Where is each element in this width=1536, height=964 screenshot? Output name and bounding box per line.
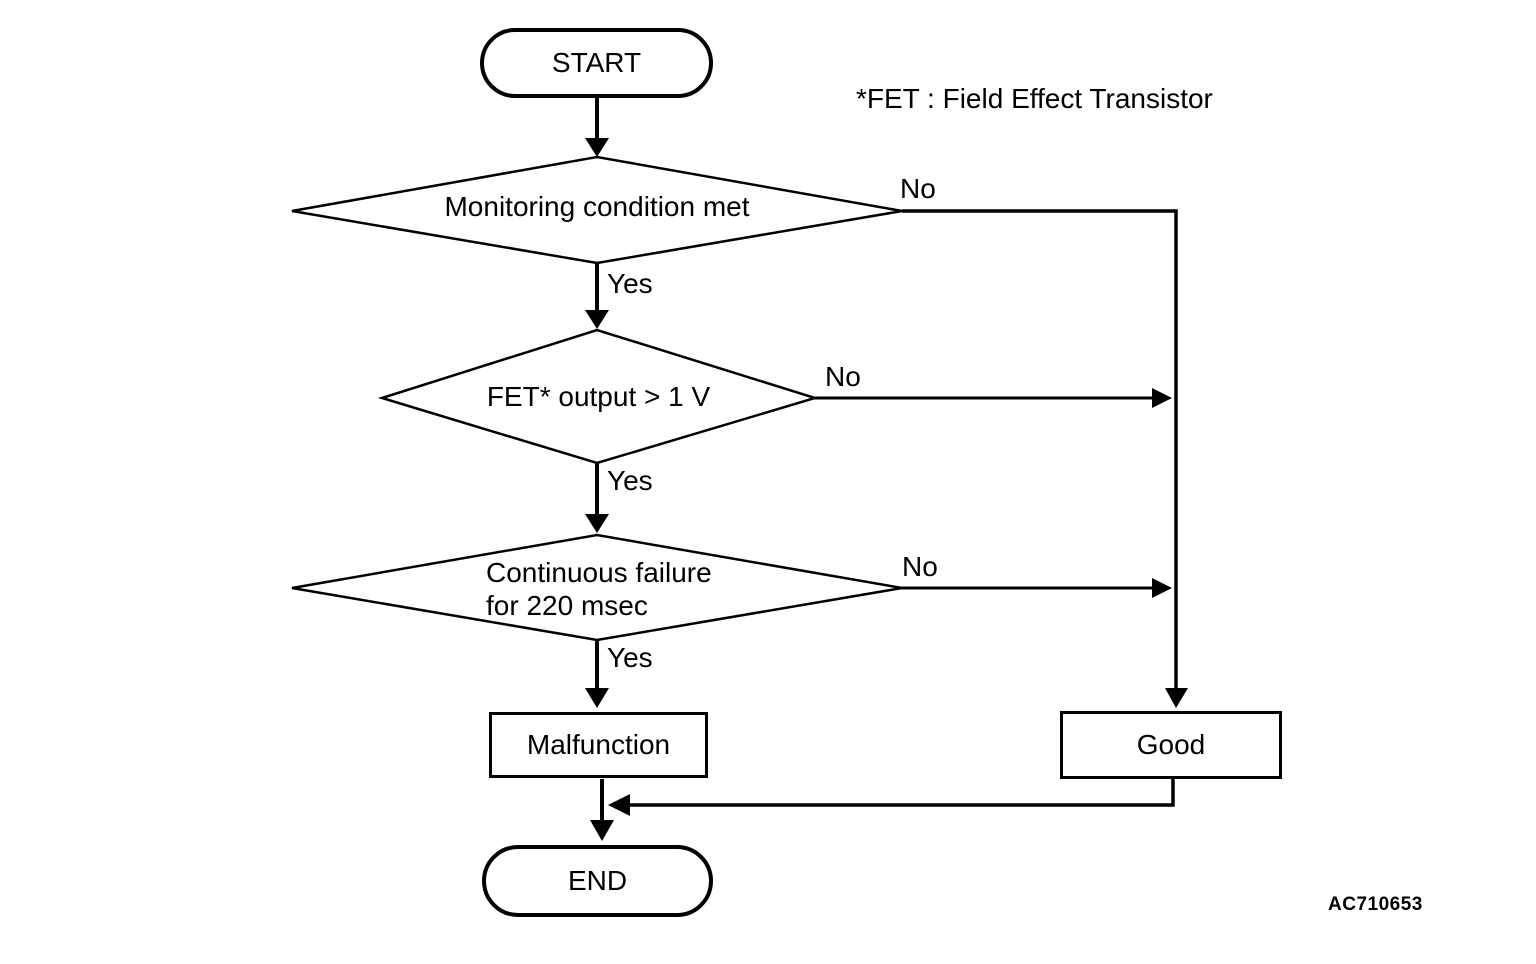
arrowhead-decision1-yes [585,310,609,329]
end-node: END [482,845,713,917]
figure-code: AC710653 [1328,894,1423,915]
arrowhead-decision2-no [1152,388,1172,408]
arrowhead-decision1-no [1165,688,1188,708]
decision3-yes-label: Yes [607,642,653,673]
start-node-label: START [551,47,642,78]
decision1-no-label: No [900,173,936,204]
decision2-no-label: No [825,361,861,392]
arrowhead-start-decision1 [585,138,609,157]
decision3-label: Continuous failure for 220 msec [486,556,766,622]
end-node-label: END [567,865,628,896]
decision1-label: Monitoring condition met [444,191,750,222]
malfunction-box: Malfunction [489,712,708,778]
malfunction-box-label: Malfunction [526,729,671,760]
good-box: Good [1060,711,1282,779]
decision3-no-label: No [902,551,938,582]
arrowhead-good-merge [608,794,630,816]
connector-decision1-no [902,209,1178,690]
arrowhead-malfunction-end [590,820,614,841]
start-node: START [480,28,713,98]
decision3-label-line1: Continuous failure [486,557,712,588]
decision2-yes-label: Yes [607,465,653,496]
arrowhead-decision3-yes [585,688,609,708]
connector-good-merge [628,779,1175,807]
arrowhead-decision3-no [1152,578,1172,598]
decision3-label-line2: for 220 msec [486,590,648,621]
good-box-label: Good [1136,729,1206,760]
decision1-yes-label: Yes [607,268,653,299]
decision2-label: FET* output > 1 V [486,381,711,412]
fet-footnote: *FET : Field Effect Transistor [856,83,1213,114]
arrowhead-decision2-yes [585,514,609,533]
